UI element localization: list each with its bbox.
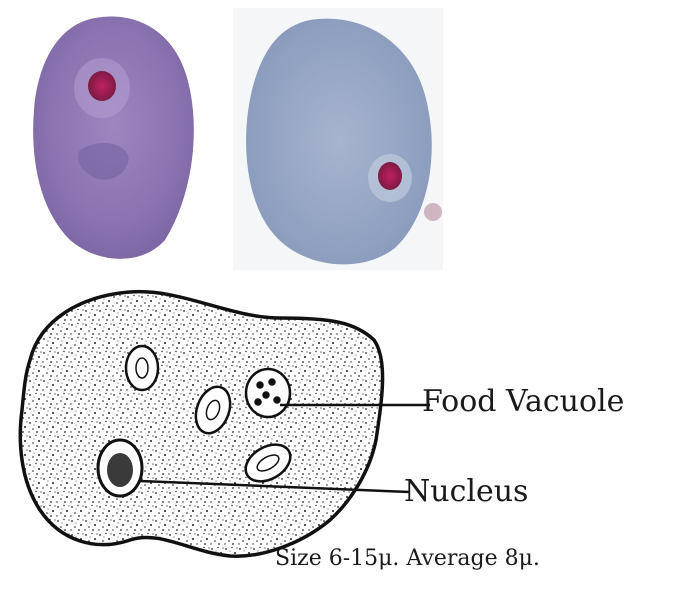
vacuole-top-left [126,346,158,390]
label-food-vacuole: Food Vacuole [422,384,624,419]
cell-right [246,19,432,265]
micrograph-left [33,17,194,259]
drawing-nucleus [98,440,142,496]
cell-right-debris [424,203,442,221]
amoeba-drawing [20,292,430,557]
cell-left-nucleus [88,71,116,101]
micrograph-right [233,8,443,270]
label-nucleus: Nucleus [404,474,528,509]
vacuole-food [246,369,290,417]
size-caption: Size 6-15μ. Average 8μ. [275,546,540,571]
cell-left [33,17,194,259]
cell-right-nucleus [378,162,402,190]
